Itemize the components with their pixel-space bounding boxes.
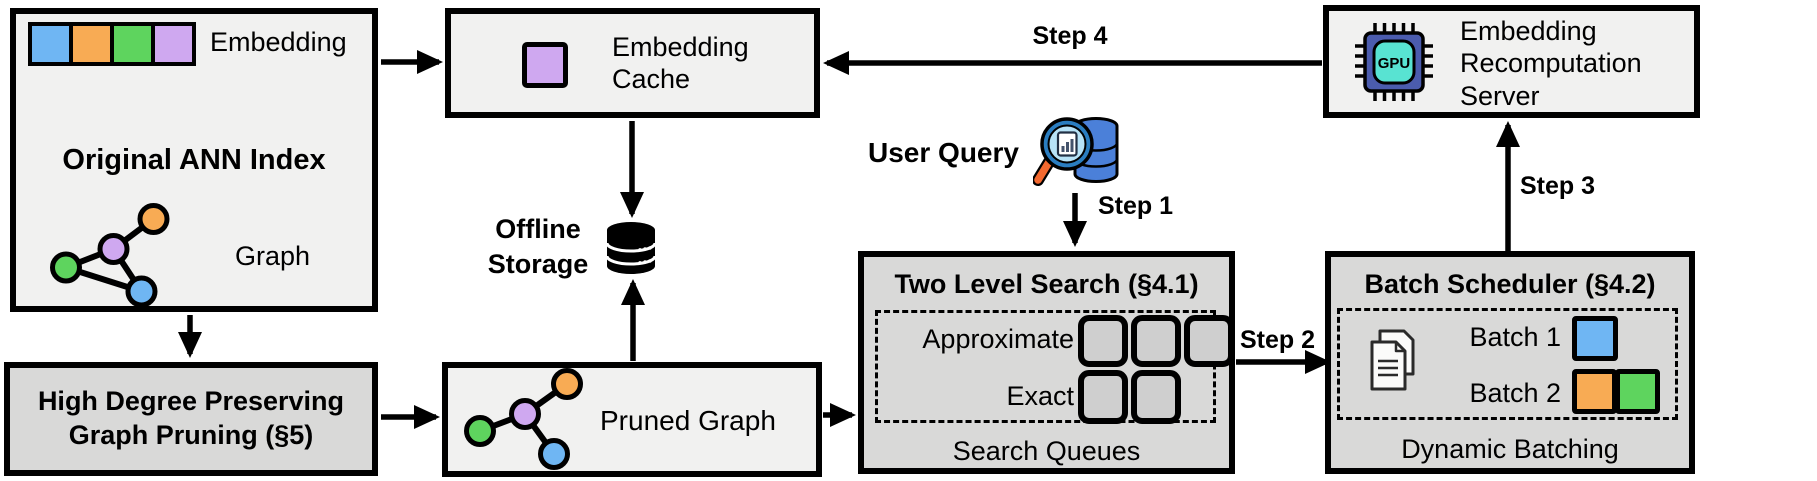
batch-1-label: Batch 1 <box>1469 322 1561 352</box>
batch-scheduler-box: Batch Scheduler (§4.2) Batch 1 Batch 2 D… <box>1325 251 1695 474</box>
graph-pruning-box: High Degree Preserving Graph Pruning (§5… <box>4 362 378 476</box>
embedding-vector-icon <box>28 22 196 66</box>
offline-storage-label: Offline Storage <box>487 214 589 280</box>
ann-graph-icon <box>50 203 170 308</box>
embedding-cell-blue <box>32 26 69 62</box>
search-queues-caption: Search Queues <box>952 436 1141 466</box>
pruned-graph-box: Pruned Graph <box>442 362 822 477</box>
step-1-label: Step 1 <box>1098 192 1174 220</box>
recomputation-server-box: GPU Embedding Recomputation Server <box>1323 5 1700 118</box>
queue-slot <box>1078 370 1128 424</box>
queue-slot <box>1184 315 1234 367</box>
graph-pruning-label: High Degree Preserving Graph Pruning (§5… <box>37 386 345 450</box>
embedding-cell-green <box>114 26 151 62</box>
dynamic-batching-caption: Dynamic Batching <box>1401 434 1619 464</box>
step-2-label: Step 2 <box>1239 326 1315 354</box>
pruned-graph-icon <box>464 368 583 470</box>
recomputation-server-label: Embedding Recomputation Server <box>1460 16 1642 111</box>
two-level-search-title: Two Level Search (§4.1) <box>894 269 1199 299</box>
batch-1-item-blue <box>1572 316 1618 361</box>
queue-slot <box>1131 370 1181 424</box>
embedding-cell-orange <box>73 26 110 62</box>
cached-embedding-icon <box>522 42 568 88</box>
step-4-label: Step 4 <box>1032 22 1108 50</box>
embedding-label: Embedding <box>210 27 347 57</box>
two-level-search-box: Two Level Search (§4.1) Approximate Exac… <box>858 251 1235 474</box>
embedding-cell-purple <box>155 26 192 62</box>
offline-storage-database-icon <box>605 222 657 274</box>
pruned-graph-label: Pruned Graph <box>600 405 776 436</box>
step-3-label: Step 3 <box>1520 172 1596 200</box>
batch-scheduler-title: Batch Scheduler (§4.2) <box>1364 269 1656 299</box>
exact-label: Exact <box>1006 381 1074 411</box>
original-ann-index-box: Embedding Original ANN Index Graph <box>10 8 378 312</box>
exact-queue-slots <box>1078 370 1181 424</box>
graph-label: Graph <box>235 241 311 271</box>
user-query-icon <box>1033 117 1119 186</box>
embedding-cache-label: Embedding Cache <box>612 32 749 95</box>
batch-2-item-green <box>1615 369 1660 414</box>
batch-2-item-orange <box>1572 369 1617 414</box>
approximate-label: Approximate <box>922 324 1074 354</box>
gpu-chip-icon: GPU <box>1355 23 1433 101</box>
approximate-queue-slots <box>1078 315 1234 367</box>
queue-slot <box>1078 315 1128 367</box>
dynamic-batching-dashed-box <box>1337 308 1678 420</box>
documents-icon <box>1370 329 1415 391</box>
gpu-chip-label: GPU <box>1378 55 1411 72</box>
user-query-label: User Query <box>868 137 1019 168</box>
batch-2-label: Batch 2 <box>1469 378 1561 408</box>
ann-index-title: Original ANN Index <box>62 144 326 176</box>
embedding-cache-box: Embedding Cache <box>445 8 820 118</box>
queue-slot <box>1131 315 1181 367</box>
